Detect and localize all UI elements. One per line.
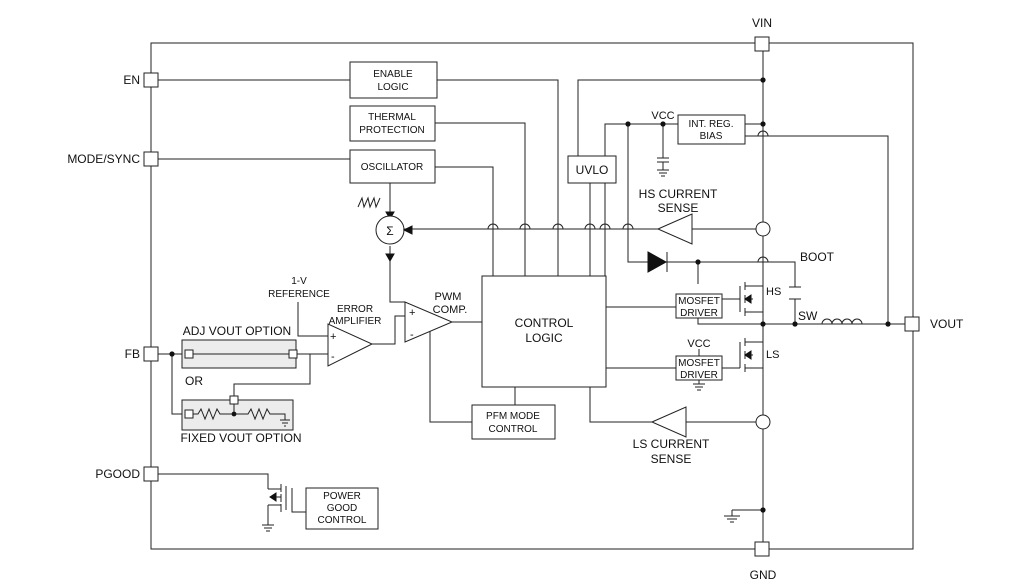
reference-line2: REFERENCE [268, 289, 330, 300]
pin-vin [754, 36, 770, 52]
block-ls-mosfet-driver: MOSFET DRIVER [675, 355, 723, 381]
hs-sense-line2: SENSE [658, 201, 699, 215]
error-amp-minus: - [331, 351, 335, 363]
ls-sense-line2: SENSE [651, 452, 692, 466]
block-control-logic-line1: CONTROL [515, 316, 574, 330]
arrow-summer-to-comp-icon [385, 253, 395, 263]
block-enable-logic-line2: LOGIC [377, 82, 408, 93]
block-thermal-protection: THERMAL PROTECTION [349, 105, 436, 142]
hs-label: HS [766, 286, 781, 298]
block-int-reg-bias: INT. REG. BIAS [677, 114, 746, 145]
sawtooth-icon [357, 196, 381, 209]
pin-mode-sync-label: MODE/SYNC [67, 152, 140, 166]
pin-vin-label: VIN [752, 16, 772, 30]
fixed-vout-option: FIXED VOUT OPTION [180, 395, 302, 445]
vcc-label-driver: VCC [687, 338, 710, 350]
pins [143, 36, 920, 557]
pin-fb-label: FB [125, 347, 140, 361]
vcc-capacitor: VCC [651, 110, 675, 177]
block-enable-logic-line1: ENABLE [373, 69, 413, 80]
block-oscillator: OSCILLATOR [349, 149, 436, 184]
block-oscillator-label: OSCILLATOR [361, 162, 423, 173]
voltage-reference: 1-V REFERENCE [268, 276, 330, 300]
pwm-comp-line1: PWM [435, 291, 462, 303]
error-amplifier: + - ERROR AMPLIFIER [327, 304, 382, 367]
block-control-logic: CONTROL LOGIC [481, 275, 607, 388]
block-hs-mosfet-driver: MOSFET DRIVER [675, 293, 723, 319]
hs-sense-coil [755, 221, 771, 237]
block-power-good-control: POWER GOOD CONTROL [305, 487, 379, 530]
block-int-reg-line1: INT. REG. [688, 119, 733, 130]
pin-fb [143, 346, 159, 362]
pin-en-label: EN [123, 73, 140, 87]
pin-pgood [143, 466, 159, 482]
pin-vout-label: VOUT [930, 317, 964, 331]
gnd-ground-icon [724, 510, 740, 523]
pgood-line2: GOOD [327, 503, 358, 514]
pwm-comp-plus: + [409, 307, 415, 319]
junction-dots [169, 77, 891, 513]
ls-driver-line2: DRIVER [680, 370, 718, 381]
ls-sense-line1: LS CURRENT [633, 437, 710, 451]
block-uvlo: UVLO [567, 155, 617, 184]
boot-capacitor: BOOT [789, 250, 835, 300]
ls-driver-line1: MOSFET [678, 358, 720, 369]
error-amp-plus: + [330, 331, 336, 343]
ls-driver-supply: VCC [687, 338, 711, 391]
hs-sense-line1: HS CURRENT [639, 187, 718, 201]
reference-line1: 1-V [291, 276, 307, 287]
vcc-label-top: VCC [651, 110, 674, 122]
boot-label: BOOT [800, 250, 835, 264]
block-thermal-line2: PROTECTION [359, 125, 425, 136]
block-pfm-mode-control: PFM MODE CONTROL [471, 404, 556, 440]
error-amp-line2: AMPLIFIER [329, 316, 382, 327]
block-uvlo-label: UVLO [576, 163, 609, 177]
pfm-line2: CONTROL [489, 424, 538, 435]
pin-en [143, 72, 159, 88]
ic-outline [150, 42, 914, 550]
pgood-line3: CONTROL [318, 515, 367, 526]
adj-vout-option-label: ADJ VOUT OPTION [183, 324, 291, 338]
block-thermal-line1: THERMAL [368, 112, 416, 123]
pwm-comp-minus: - [410, 329, 414, 341]
adj-vout-option: ADJ VOUT OPTION [181, 324, 298, 369]
pin-pgood-label: PGOOD [95, 467, 140, 481]
hs-current-sense-amp: HS CURRENT SENSE [639, 187, 718, 245]
or-label: OR [185, 374, 203, 388]
summing-junction: Σ [375, 215, 405, 245]
pin-vout [904, 316, 920, 332]
boot-diode-icon [647, 251, 668, 273]
block-enable-logic: ENABLE LOGIC [349, 61, 438, 99]
hs-mosfet-icon: HS [739, 282, 781, 316]
hs-driver-line2: DRIVER [680, 308, 718, 319]
ls-label: LS [766, 349, 779, 361]
sw-label: SW [798, 309, 818, 323]
ls-current-sense-amp: LS CURRENT SENSE [633, 406, 710, 466]
pwm-comp-line2: COMP. [433, 304, 468, 316]
pgood-line1: POWER [323, 491, 361, 502]
pwm-comparator: + - PWM COMP. [404, 291, 468, 343]
pin-gnd [754, 541, 770, 557]
pin-labels: VIN GND EN MODE/SYNC FB PGOOD VOUT [67, 16, 964, 582]
block-int-reg-line2: BIAS [700, 131, 723, 142]
ls-sense-coil [755, 414, 771, 430]
output-inductor-icon [821, 318, 863, 325]
arrow-sense-to-summer-icon [402, 225, 413, 235]
pfm-line1: PFM MODE [486, 411, 540, 422]
pgood-mosfet-icon [268, 484, 287, 512]
fixed-vout-option-label: FIXED VOUT OPTION [180, 431, 301, 445]
wire-crossovers [487, 130, 769, 263]
pin-gnd-label: GND [750, 568, 777, 582]
block-control-logic-line2: LOGIC [525, 331, 563, 345]
hs-driver-line1: MOSFET [678, 296, 720, 307]
pin-mode-sync [143, 151, 159, 167]
pgood-ground-icon [262, 524, 274, 532]
summing-junction-label: Σ [386, 224, 393, 238]
error-amp-line1: ERROR [337, 304, 373, 315]
ls-mosfet-icon: LS [739, 338, 779, 372]
